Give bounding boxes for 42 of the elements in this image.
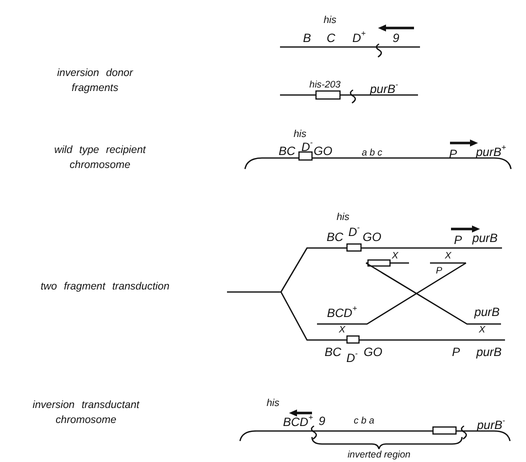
row-caption: wild type recipient chromosome: [53, 142, 147, 173]
gene-label: X: [338, 325, 346, 335]
gene-label: 9: [318, 415, 326, 427]
gene-label: purB: [476, 346, 502, 358]
gene-label: purB: [472, 232, 498, 244]
gene-label: C: [326, 32, 336, 44]
gene-label: his: [336, 213, 350, 223]
gene-label: BCD$^{+}$: [283, 414, 313, 428]
gene-label: GO: [364, 346, 382, 358]
gene-label: purB$^{-}$: [370, 81, 398, 95]
gene-label: X: [478, 325, 486, 335]
gene-label: P: [452, 346, 460, 358]
row-caption: two fragment transduction: [40, 279, 170, 294]
gene-label: his: [324, 16, 336, 26]
gene-label: BC: [278, 145, 296, 157]
gene-label: B: [303, 32, 311, 44]
gene-label: purB$^{-}$: [476, 417, 506, 431]
gene-label: 9: [392, 32, 400, 44]
row-caption: inversion transductant chromosome: [32, 398, 141, 428]
gene-label: X: [392, 251, 398, 261]
gene-label: his-203: [309, 80, 341, 90]
gene-label: a b c: [362, 148, 382, 158]
row-caption: inversion donor fragments: [56, 66, 134, 96]
gene-label: D$^{+}$: [352, 30, 366, 44]
gene-label: his: [266, 399, 280, 409]
gene-label: c b a: [354, 416, 374, 426]
gene-label: P: [454, 234, 462, 246]
gene-label: X: [444, 251, 452, 261]
gene-label: D$^{-}$: [348, 224, 360, 238]
gene-label: purB: [474, 306, 500, 318]
gene-label: P: [449, 148, 457, 160]
gene-label: GO: [314, 145, 332, 157]
gene-label: P: [436, 266, 442, 276]
gene-label: D$^{-}$: [346, 350, 358, 364]
gene-label: BCD$^{+}$: [327, 305, 357, 319]
gene-label: GO: [362, 231, 382, 243]
gene-label: D$^{-}$: [301, 139, 313, 153]
gene-label: purB$^{+}$: [476, 144, 506, 158]
gene-label: inverted region: [348, 450, 410, 460]
gene-label: BC: [324, 346, 342, 358]
gene-label: his: [294, 130, 306, 140]
gene-label: BC: [326, 231, 344, 243]
